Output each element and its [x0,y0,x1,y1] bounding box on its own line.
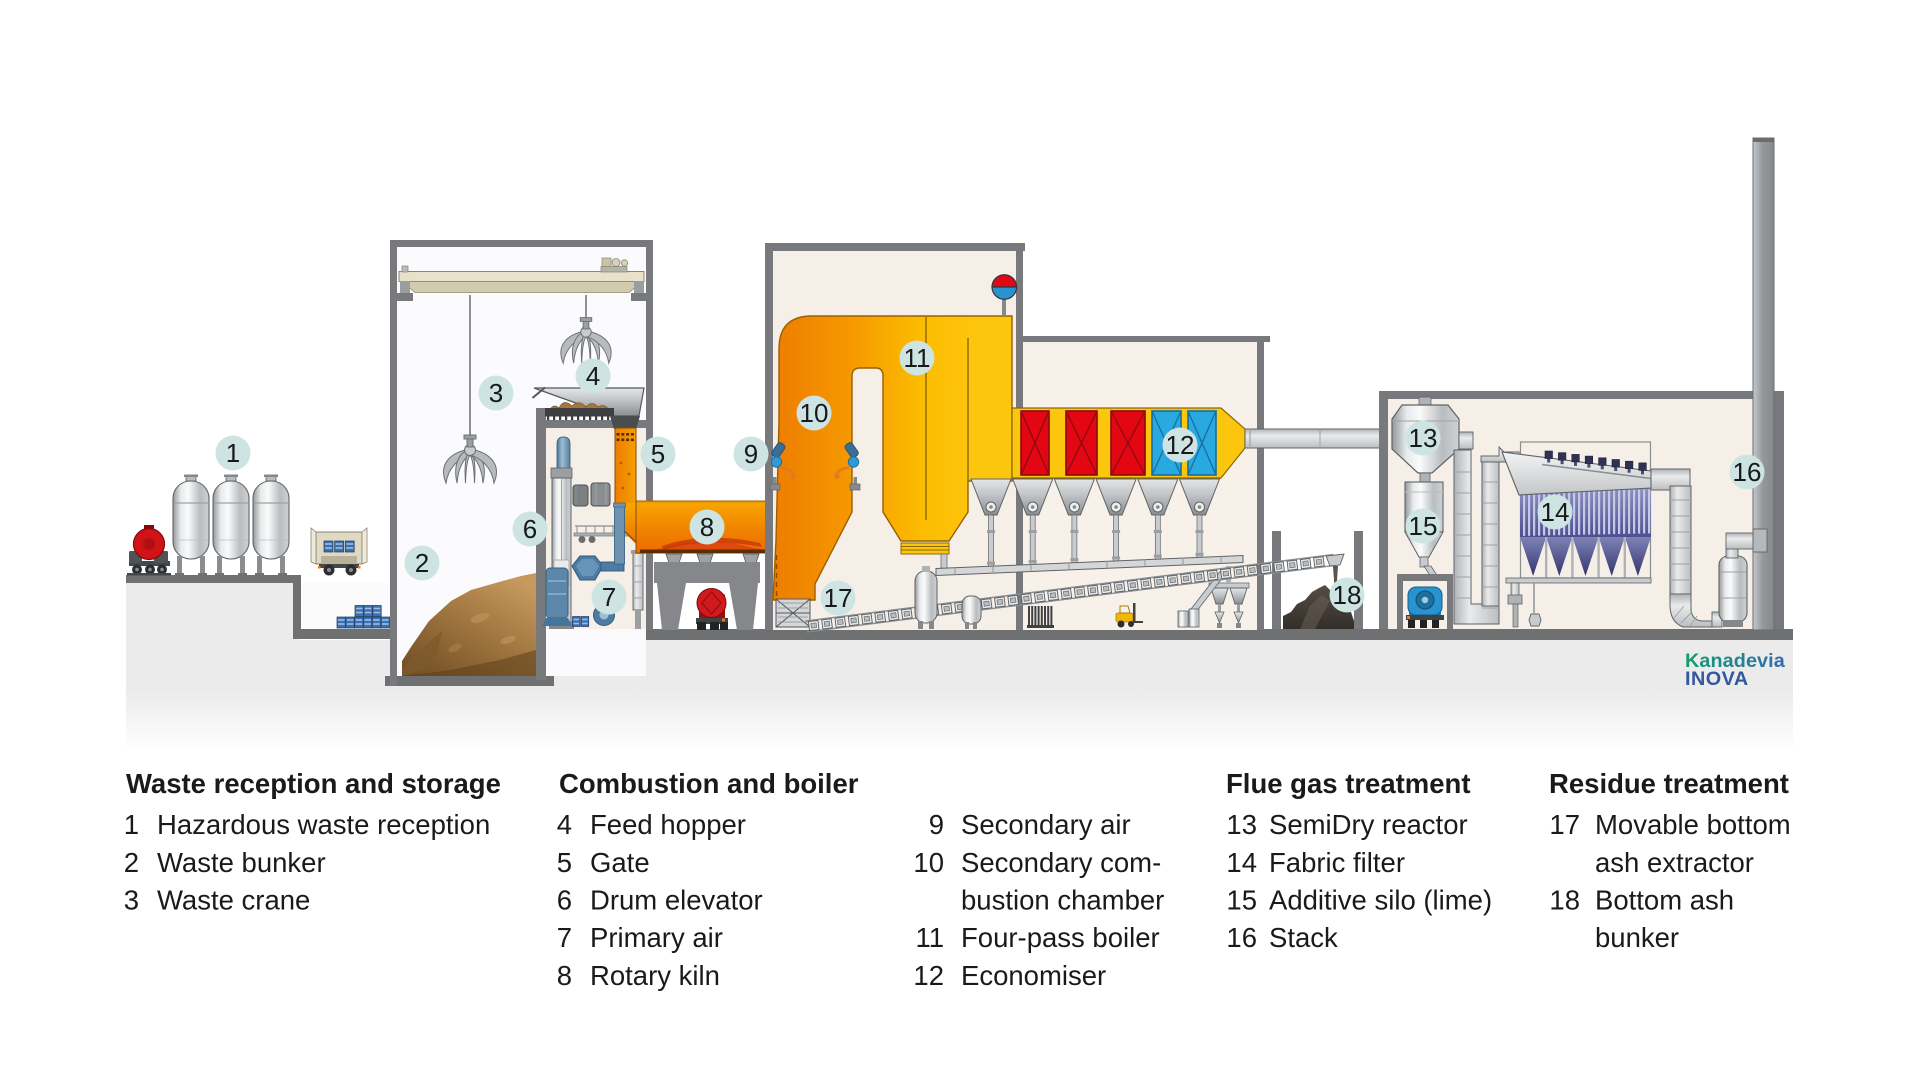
svg-text:Rotary kiln: Rotary kiln [590,960,720,991]
svg-text:8: 8 [557,960,572,991]
svg-text:SemiDry reactor: SemiDry reactor [1269,809,1468,840]
svg-text:6: 6 [557,885,572,916]
svg-text:ash extractor: ash extractor [1595,847,1754,878]
svg-text:Waste reception and storage: Waste reception and storage [126,768,501,799]
svg-text:9: 9 [744,439,758,469]
svg-text:1: 1 [124,809,139,840]
svg-text:3: 3 [489,378,503,408]
svg-text:17: 17 [1549,809,1580,840]
svg-text:Bottom ash: Bottom ash [1595,885,1734,916]
svg-text:Hazardous waste reception: Hazardous waste reception [157,809,490,840]
svg-text:7: 7 [602,582,616,612]
svg-text:Feed hopper: Feed hopper [590,809,746,840]
svg-text:Economiser: Economiser [961,960,1106,991]
svg-text:3: 3 [124,885,139,916]
svg-text:12: 12 [913,960,944,991]
svg-text:6: 6 [523,514,537,544]
svg-text:Flue gas treatment: Flue gas treatment [1226,768,1471,799]
svg-text:2: 2 [124,847,139,878]
svg-text:Secondary com-: Secondary com- [961,847,1161,878]
svg-text:5: 5 [557,847,572,878]
svg-text:14: 14 [1226,847,1257,878]
svg-text:1: 1 [226,438,240,468]
svg-text:Waste bunker: Waste bunker [157,847,326,878]
svg-text:INOVA: INOVA [1685,668,1749,690]
svg-text:Four-pass boiler: Four-pass boiler [961,922,1160,953]
svg-text:Gate: Gate [590,847,650,878]
svg-text:Combustion and boiler: Combustion and boiler [559,768,859,799]
svg-text:bunker: bunker [1595,922,1679,953]
svg-text:15: 15 [1409,511,1438,541]
svg-text:Secondary air: Secondary air [961,809,1131,840]
svg-text:Primary air: Primary air [590,922,723,953]
svg-text:16: 16 [1733,457,1762,487]
svg-text:Fabric filter: Fabric filter [1269,847,1405,878]
svg-text:11: 11 [904,343,931,373]
svg-text:Drum elevator: Drum elevator [590,885,763,916]
svg-text:7: 7 [557,922,572,953]
svg-text:Movable bottom: Movable bottom [1595,809,1791,840]
svg-text:17: 17 [824,583,853,613]
svg-text:Waste crane: Waste crane [157,885,310,916]
svg-text:8: 8 [700,512,714,542]
svg-text:18: 18 [1333,580,1362,610]
svg-text:15: 15 [1226,885,1257,916]
svg-text:10: 10 [913,847,944,878]
svg-text:2: 2 [415,548,429,578]
svg-text:13: 13 [1409,423,1438,453]
svg-text:18: 18 [1549,885,1580,916]
svg-text:Kanadevia: Kanadevia [1685,650,1786,672]
svg-text:14: 14 [1541,497,1570,527]
svg-text:10: 10 [800,398,829,428]
svg-text:11: 11 [915,922,944,953]
svg-text:Stack: Stack [1269,922,1338,953]
svg-text:Additive silo (lime): Additive silo (lime) [1269,885,1492,916]
svg-text:4: 4 [586,361,600,391]
svg-text:13: 13 [1226,809,1257,840]
svg-text:9: 9 [929,809,944,840]
svg-text:5: 5 [651,439,665,469]
svg-text:bustion chamber: bustion chamber [961,885,1164,916]
svg-text:16: 16 [1226,922,1257,953]
svg-text:12: 12 [1166,430,1195,460]
svg-text:4: 4 [557,809,572,840]
svg-text:Residue treatment: Residue treatment [1549,768,1789,799]
